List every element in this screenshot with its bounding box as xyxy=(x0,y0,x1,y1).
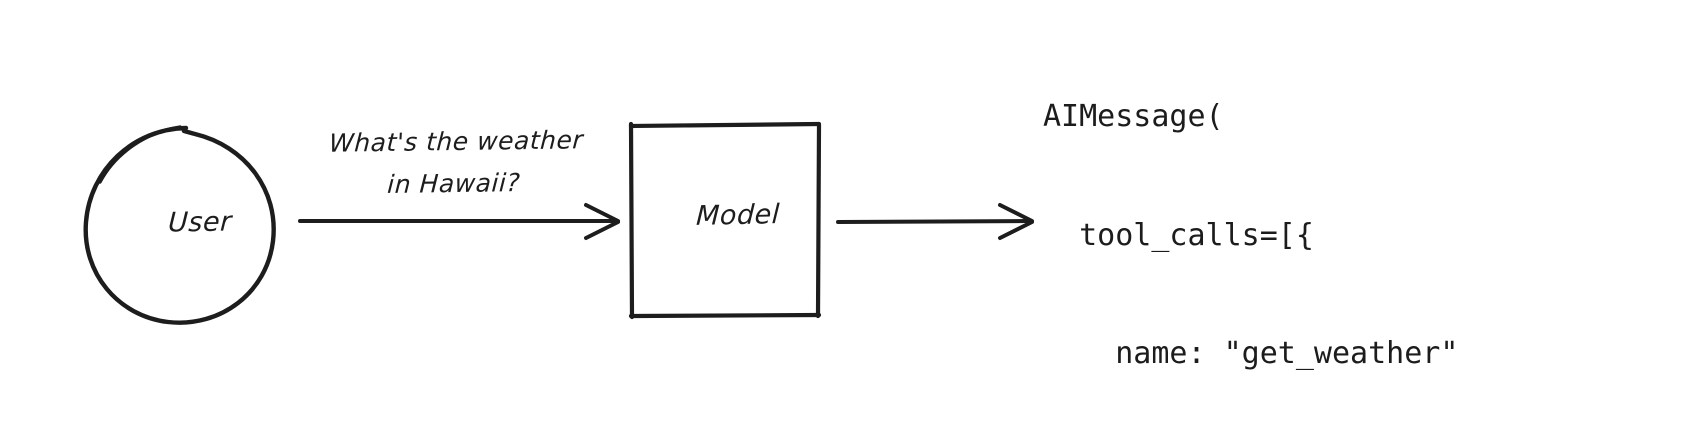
edge-label-user-to-model: What's the weather in Hawaii? xyxy=(288,119,623,208)
model-node-label: Model xyxy=(695,199,781,232)
arrow-user-to-model xyxy=(298,203,620,240)
arrow-model-to-output xyxy=(836,203,1034,240)
code-line: AIMessage( xyxy=(1043,99,1224,134)
code-line: name: "get_weather" xyxy=(1043,336,1459,371)
user-node-circle[interactable] xyxy=(83,125,276,325)
edge-label-line-2: in Hawaii? xyxy=(386,168,522,199)
edge-label-line-1: What's the weather xyxy=(328,125,585,158)
model-node-box[interactable] xyxy=(628,121,822,320)
ai-message-code-output: AIMessage( tool_calls=[{ name: "get_weat… xyxy=(1043,18,1495,432)
code-line: tool_calls=[{ xyxy=(1043,217,1314,253)
user-node-label: User xyxy=(167,206,233,239)
